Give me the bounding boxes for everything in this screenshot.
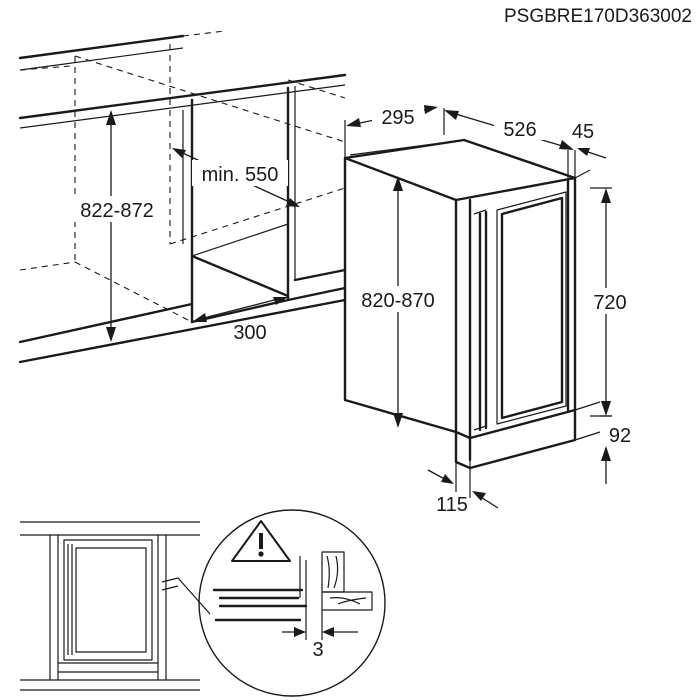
label-niche-depth: 300	[233, 322, 266, 344]
kitchen-niche	[18, 30, 347, 364]
dimension-niche-depth: 300	[192, 297, 288, 344]
label-gap: 3	[312, 639, 323, 661]
dimension-plinth-depth: 115	[427, 462, 499, 516]
label-cabinet-height: 822-872	[80, 200, 153, 222]
dimension-door-depth: 45	[567, 121, 607, 178]
detail-callout	[161, 509, 386, 697]
label-plinth-depth: 115	[436, 494, 468, 516]
label-door-height: 720	[593, 292, 626, 314]
dimension-gap: 3	[282, 606, 358, 661]
document-code: PSGBRE170D363002	[504, 6, 692, 27]
dimension-door-height: 720	[588, 187, 632, 417]
label-top-depth: 295	[381, 107, 414, 129]
label-appliance-depth: 526	[503, 119, 536, 141]
dimension-niche-width: min. 550	[172, 148, 300, 207]
dimension-plinth-height: 92	[600, 415, 631, 484]
dimension-appliance-depth: 526	[443, 108, 576, 178]
dimension-top-depth: 295	[344, 104, 438, 158]
front-view	[20, 521, 200, 691]
label-door-depth: 45	[572, 121, 594, 143]
dimension-cabinet-height: 822-872	[70, 110, 164, 342]
label-appliance-height: 820-870	[361, 290, 434, 312]
detail-drawing	[212, 551, 373, 622]
warning-triangle-icon	[231, 520, 291, 562]
label-plinth-height: 92	[609, 425, 631, 447]
dimension-appliance-height: 820-870	[352, 176, 444, 428]
label-niche-width: min. 550	[202, 164, 279, 186]
